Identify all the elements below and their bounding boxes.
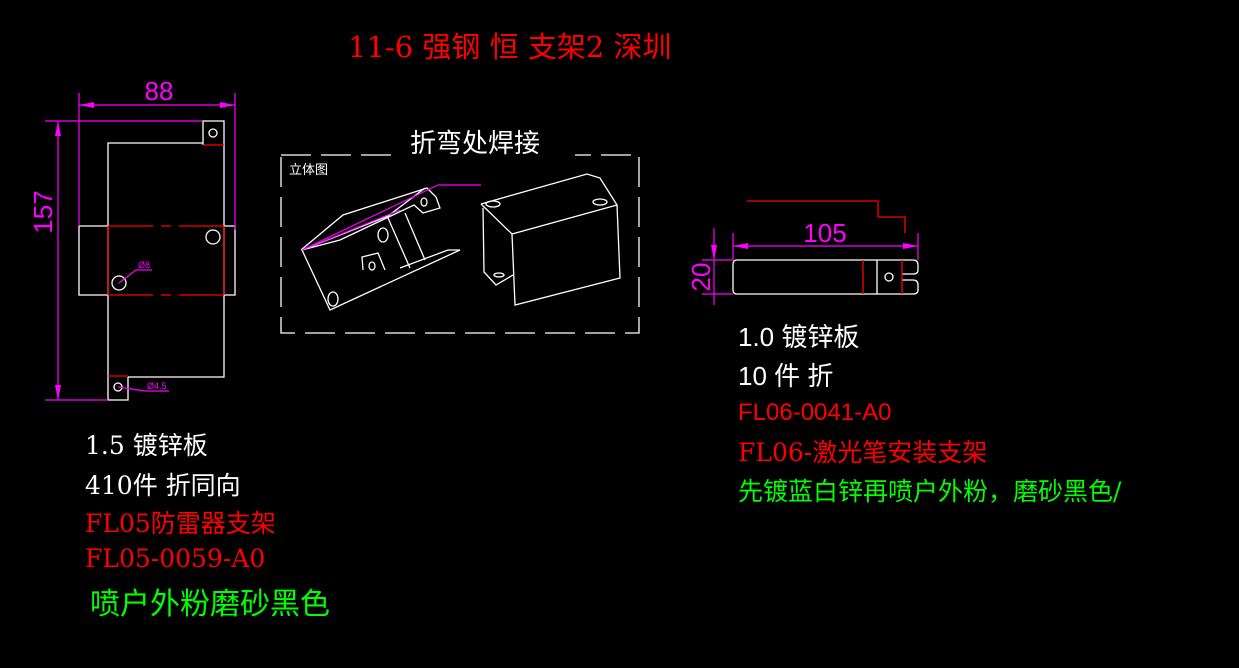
note-part-name: FL05防雷器支架 — [85, 509, 276, 538]
note-quantity: 10 件 折 — [738, 361, 833, 391]
note-finish: 喷户外粉磨砂黑色 — [90, 587, 330, 622]
note-part-name: FL06-激光笔安装支架 — [738, 438, 987, 467]
dim-width-88: 88 — [145, 76, 174, 106]
iso-label: 立体图 — [289, 162, 328, 177]
note-material: 1.5 镀锌板 — [85, 431, 208, 460]
part1-notes: 1.5 镀锌板 410件 折同向 FL05防雷器支架 FL05-0059-A0 … — [85, 431, 330, 622]
dim-width-105: 105 — [803, 218, 846, 248]
note-finish: 先镀蓝白锌再喷户外粉，磨砂黑色/ — [738, 477, 1122, 506]
hole-dia-4-5: Ø4.5 — [147, 381, 167, 391]
drawing-title: 11-6 强钢 恒 支架2 深圳 — [348, 30, 671, 64]
hole-circle — [111, 275, 127, 291]
hole-dia-8: Ø8 — [138, 260, 150, 270]
iso-part-right — [480, 173, 621, 306]
hole-circle — [205, 229, 221, 245]
dim-height-20: 20 — [686, 263, 716, 292]
note-material: 1.0 镀锌板 — [738, 322, 859, 352]
note-part-number: FL05-0059-A0 — [85, 544, 265, 573]
note-quantity: 410件 折同向 — [85, 471, 241, 500]
iso-part-left — [300, 184, 481, 311]
iso-heading: 折弯处焊接 — [410, 128, 540, 158]
part2-notes: 1.0 镀锌板 10 件 折 FL06-0041-A0 FL06-激光笔安装支架… — [738, 322, 1122, 506]
part2-dimensions: 105 20 — [686, 218, 919, 305]
part1-flat-pattern — [78, 120, 236, 401]
dim-height-157: 157 — [28, 190, 58, 233]
part2-flat-pattern — [732, 200, 919, 295]
isometric-view: 折弯处焊接 立体图 — [280, 128, 640, 334]
part1-dimensions: 88 157 Ø8 Ø4.5 — [28, 76, 236, 401]
note-part-number: FL06-0041-A0 — [738, 399, 891, 426]
